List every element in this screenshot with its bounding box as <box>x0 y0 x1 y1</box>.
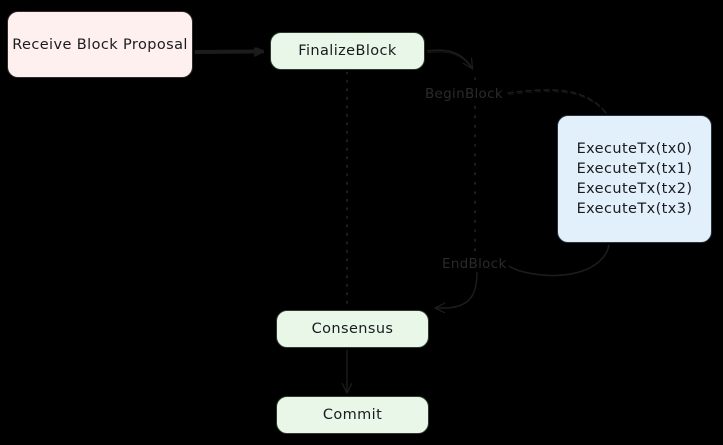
edge-receive-to-finalize <box>194 52 262 53</box>
node-execute-tx[interactable]: ExecuteTx(tx0) ExecuteTx(tx1) ExecuteTx(… <box>557 115 712 243</box>
execute-tx-line-1: ExecuteTx(tx1) <box>576 161 693 177</box>
edge-label-begin-block: BeginBlock <box>423 86 505 102</box>
node-receive-block-proposal-label: Receive Block Proposal <box>12 35 188 55</box>
edge-beginblock-to-executetx <box>507 89 608 116</box>
edge-endblock-to-consensus <box>436 271 478 308</box>
edge-label-end-block: EndBlock <box>440 256 509 272</box>
node-commit[interactable]: Commit <box>276 396 429 434</box>
edge-executetx-to-endblock <box>502 244 610 277</box>
node-receive-block-proposal[interactable]: Receive Block Proposal <box>7 11 193 78</box>
execute-tx-line-0: ExecuteTx(tx0) <box>576 141 693 157</box>
node-finalize-block[interactable]: FinalizeBlock <box>270 32 425 70</box>
execute-tx-line-3: ExecuteTx(tx3) <box>576 201 693 217</box>
node-consensus[interactable]: Consensus <box>276 310 429 348</box>
node-finalize-block-label: FinalizeBlock <box>298 43 397 59</box>
node-consensus-label: Consensus <box>311 321 394 337</box>
node-commit-label: Commit <box>322 407 383 423</box>
execute-tx-line-2: ExecuteTx(tx2) <box>576 181 693 197</box>
node-label-line-2: Proposal <box>123 36 188 53</box>
node-label-line-1: Receive Block <box>12 36 119 53</box>
edge-finalize-to-beginblock <box>426 49 473 71</box>
